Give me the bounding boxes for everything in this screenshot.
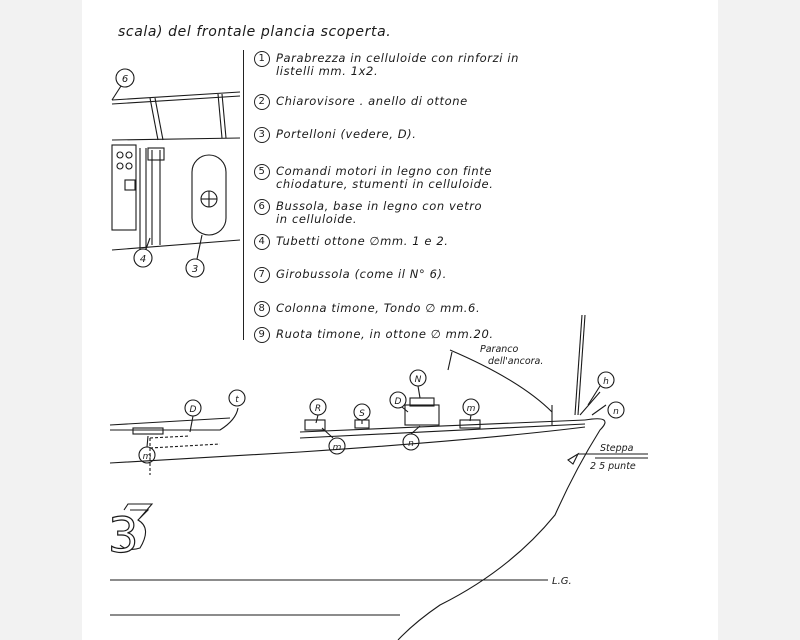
legend-text: Ruota timone, in ottone ∅ mm.20. bbox=[276, 327, 494, 341]
hull-callout-N: N bbox=[415, 375, 422, 385]
legend-item-8: 8 Colonna timone, Tondo ∅ mm.6. bbox=[254, 301, 481, 317]
legend-item-5: 5 Comandi motori in legno con finte chiod… bbox=[254, 164, 494, 191]
hull-callout-D2: D bbox=[395, 397, 402, 407]
legend-number: 3 bbox=[254, 127, 270, 143]
legend-number: 8 bbox=[254, 301, 270, 317]
waterline-label: L.G. bbox=[552, 576, 572, 587]
callout-3-circle bbox=[185, 258, 205, 278]
legend-item-9: 9 Ruota timone, in ottone ∅ mm.20. bbox=[254, 327, 494, 343]
steppa-points-label: 2 5 punte bbox=[590, 461, 636, 472]
left-margin bbox=[0, 0, 82, 640]
legend-text: Tubetti ottone ∅mm. 1 e 2. bbox=[276, 234, 449, 248]
hull-callout-t: t bbox=[235, 395, 239, 405]
callout-4-label: 4 bbox=[140, 254, 146, 265]
legend-item-3: 3 Portelloni (vedere, D). bbox=[254, 127, 417, 143]
legend-number: 7 bbox=[254, 267, 270, 283]
hull-callout-m1: m bbox=[143, 452, 152, 462]
legend-text: Bussola, base in legno con vetro in cell… bbox=[276, 199, 483, 226]
legend-number: 2 bbox=[254, 94, 270, 110]
callout-3-label: 3 bbox=[192, 264, 198, 275]
right-margin bbox=[718, 0, 800, 640]
legend-item-2: 2 Chiarovisore . anello di ottone bbox=[254, 94, 468, 110]
legend-item-6: 6 Bussola, base in legno con vetro in cel… bbox=[254, 199, 483, 226]
legend-text: Parabrezza in celluloide con rinforzi in… bbox=[276, 51, 520, 78]
hull-callout-n2: n bbox=[613, 407, 619, 417]
hull-callout-S: S bbox=[359, 409, 365, 419]
callout-4-circle bbox=[133, 248, 153, 268]
anchor-tackle-label: Paranco bbox=[480, 344, 519, 355]
hull-callout-n1: n bbox=[408, 439, 414, 449]
legend-number: 1 bbox=[254, 51, 270, 67]
legend-text: Portelloni (vedere, D). bbox=[276, 127, 417, 141]
legend-text: Chiarovisore . anello di ottone bbox=[276, 94, 468, 108]
callout-6-circle bbox=[115, 68, 135, 88]
header-caption: scala) del frontale plancia scoperta. bbox=[118, 24, 392, 40]
hull-number: 3 bbox=[108, 508, 139, 564]
legend-number: 5 bbox=[254, 164, 270, 180]
anchor-tackle-label-2: dell'ancora. bbox=[488, 356, 543, 367]
callout-6-label: 6 bbox=[122, 74, 128, 85]
legend-item-4: 4 Tubetti ottone ∅mm. 1 e 2. bbox=[254, 234, 449, 250]
legend-number: 9 bbox=[254, 327, 270, 343]
bridge-detail-drawing bbox=[111, 68, 241, 278]
legend-text: Colonna timone, Tondo ∅ mm.6. bbox=[276, 301, 481, 315]
legend-item-7: 7 Girobussola (come il N° 6). bbox=[254, 267, 447, 283]
hull-callout-m2: m bbox=[333, 443, 342, 453]
hull-callout-m3: m bbox=[467, 404, 476, 414]
legend-number: 4 bbox=[254, 234, 270, 250]
hull-callout-D1: D bbox=[190, 405, 197, 415]
legend-divider bbox=[243, 50, 244, 340]
legend-text: Comandi motori in legno con finte chioda… bbox=[276, 164, 494, 191]
legend-text: Girobussola (come il N° 6). bbox=[276, 267, 447, 281]
hull-drawing bbox=[109, 314, 648, 640]
steppa-label: Steppa bbox=[600, 443, 634, 454]
legend-item-1: 1 Parabrezza in celluloide con rinforzi i… bbox=[254, 51, 520, 78]
hull-callout-R: R bbox=[315, 404, 321, 414]
hull-callout-h: h bbox=[603, 377, 609, 387]
legend-number: 6 bbox=[254, 199, 270, 215]
